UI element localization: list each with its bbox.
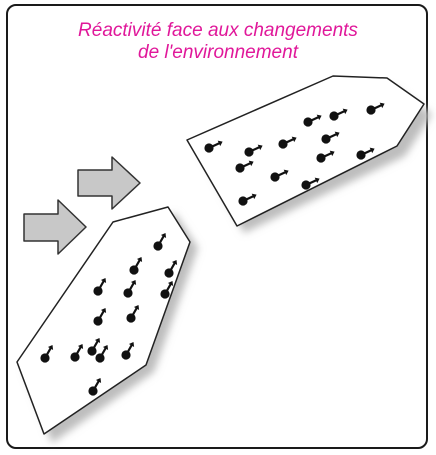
agent-icon <box>129 257 143 275</box>
title-line-1: Réactivité face aux changements <box>78 20 358 41</box>
agent-icon <box>164 260 178 278</box>
agent-icon <box>204 140 223 153</box>
agent-icon <box>93 278 107 296</box>
agent-icon <box>160 281 174 299</box>
agent-icon <box>40 345 54 363</box>
input-arrow-lower <box>23 199 87 255</box>
agent-icon <box>235 160 254 173</box>
agent-icon <box>321 131 340 144</box>
group-shape-upper <box>186 75 432 233</box>
title-line-2: de l'environnement <box>138 42 298 63</box>
agent-icon <box>329 108 348 121</box>
agent-icon <box>153 233 167 251</box>
agent-icon <box>270 169 289 182</box>
agent-icon <box>278 136 297 149</box>
agent-icon <box>356 147 375 160</box>
agent-icon <box>301 177 320 190</box>
agent-icon <box>87 338 101 356</box>
agent-icon <box>244 144 263 157</box>
agent-icon <box>95 345 109 363</box>
agent-icon <box>121 342 135 360</box>
agents-upper <box>204 102 385 206</box>
agent-icon <box>366 102 385 115</box>
agent-icon <box>123 280 137 298</box>
agent-icon <box>93 308 107 326</box>
agent-icon <box>303 114 322 127</box>
group-shape-lower <box>16 206 198 443</box>
agent-icon <box>126 305 140 323</box>
diagram-title: Réactivité face aux changements de l'env… <box>0 20 436 64</box>
agent-icon <box>238 193 257 206</box>
agent-icon <box>88 378 102 396</box>
agent-icon <box>70 344 84 362</box>
agent-icon <box>316 150 335 163</box>
input-arrow-upper <box>77 156 141 210</box>
agents-lower <box>40 233 178 396</box>
